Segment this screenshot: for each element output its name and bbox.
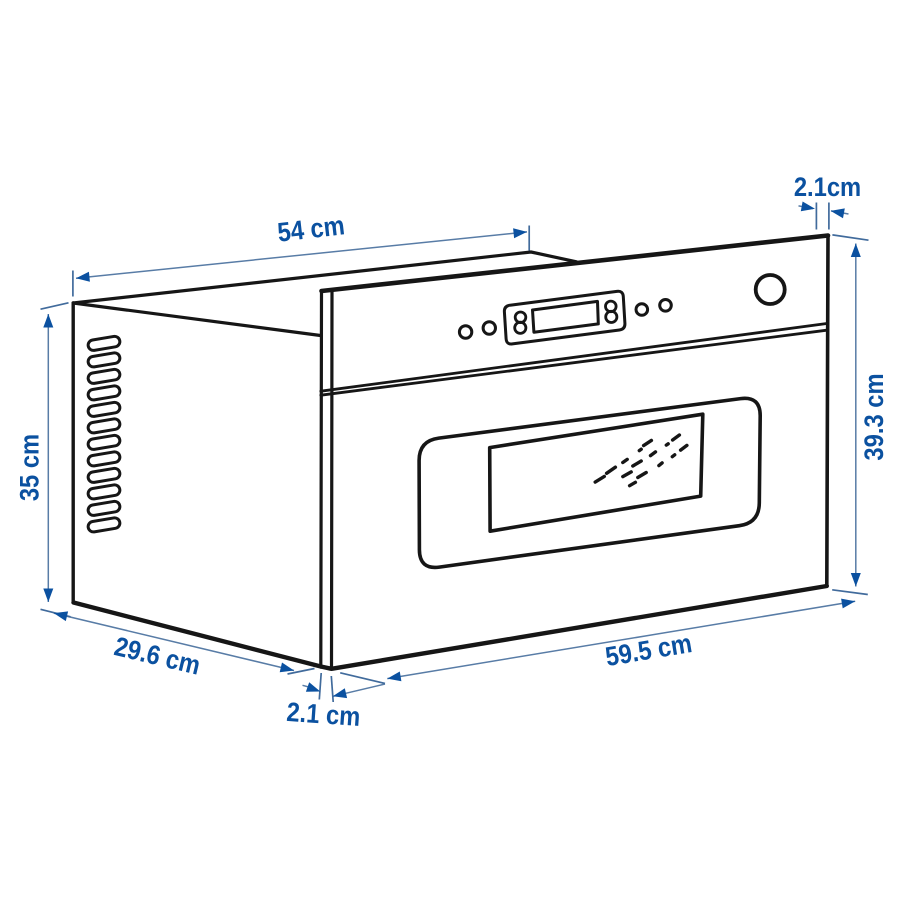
svg-text:39.3 cm: 39.3 cm	[860, 373, 890, 460]
svg-text:2.1cm: 2.1cm	[794, 173, 861, 203]
svg-text:2.1 cm: 2.1 cm	[286, 698, 362, 733]
svg-text:35 cm: 35 cm	[15, 434, 45, 501]
